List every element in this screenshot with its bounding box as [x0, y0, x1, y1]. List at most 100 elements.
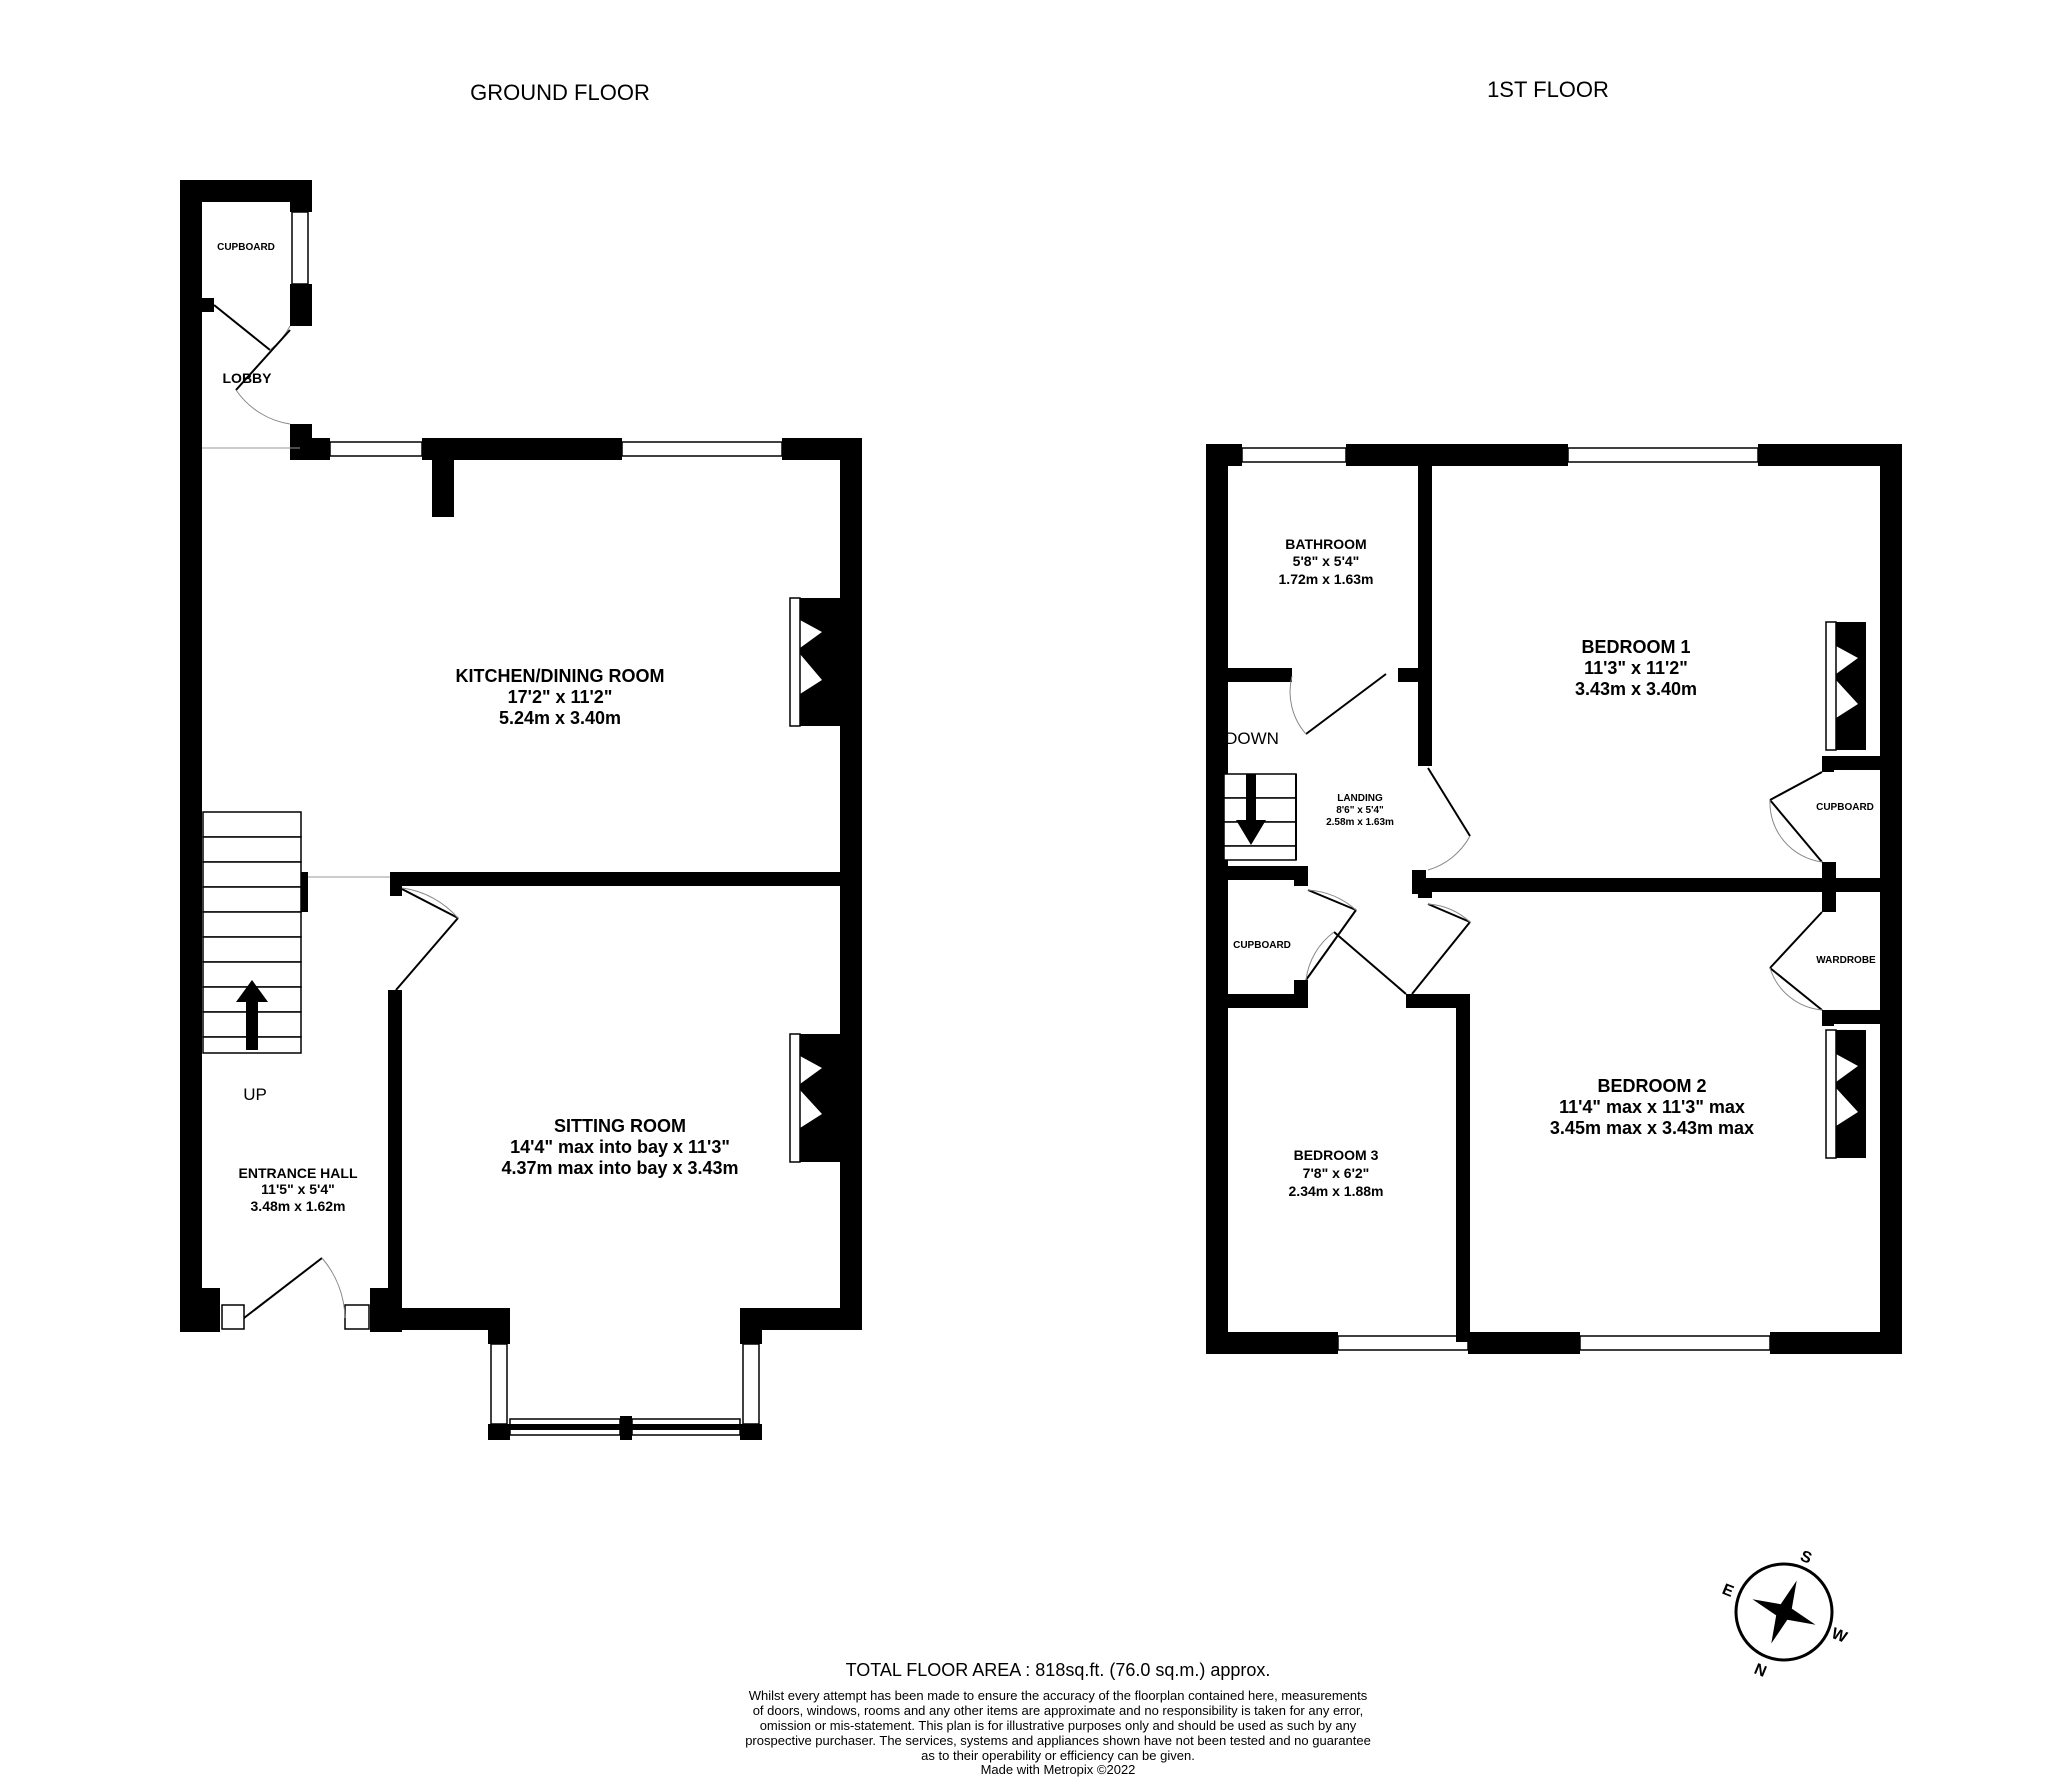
disclaimer-line: omission or mis-statement. This plan is …	[760, 1718, 1357, 1733]
chimney-breast	[1836, 1030, 1866, 1158]
window	[742, 1343, 760, 1425]
room-name-wardrobe: WARDROBE	[1816, 955, 1876, 966]
wall	[1468, 1332, 1580, 1354]
door	[1427, 903, 1471, 923]
chimney-breast	[1825, 621, 1837, 751]
chimney-breast	[800, 1034, 840, 1162]
stairs-up-label: UP	[243, 1085, 267, 1104]
wall	[1822, 1010, 1834, 1026]
room-dim-bedroom3-imperial: 7'8" x 6'2"	[1303, 1165, 1370, 1181]
wall	[1456, 994, 1470, 1342]
door	[1305, 673, 1387, 735]
door-swing	[1427, 835, 1471, 871]
wall	[1206, 444, 1228, 1354]
window	[291, 211, 309, 285]
staircase-up[interactable]	[202, 811, 302, 1054]
stair-tread	[1223, 797, 1297, 823]
first-floor-title: 1ST FLOOR	[1487, 77, 1609, 102]
wall	[1294, 980, 1308, 1008]
wall	[488, 1308, 510, 1344]
room-dim-kitchen-imperial: 17'2" x 11'2"	[508, 687, 613, 707]
disclaimer-line: prospective purchaser. The services, sys…	[745, 1733, 1371, 1748]
door-swing	[1769, 967, 1823, 1011]
wall	[390, 872, 860, 886]
wall	[1822, 862, 1836, 912]
door-swing	[269, 325, 291, 351]
wall	[1822, 1010, 1884, 1024]
wall	[300, 872, 308, 912]
room-dim-kitchen-metric: 5.24m x 3.40m	[499, 708, 621, 728]
wall	[290, 284, 312, 326]
first-floor-plan	[1206, 444, 1902, 1354]
wall	[290, 180, 312, 212]
wall	[1428, 878, 1888, 892]
wall	[1346, 444, 1568, 466]
chimney-breast	[789, 1033, 801, 1163]
room-dim-bedroom1-imperial: 11'3" x 11'2"	[1584, 658, 1688, 678]
room-dim-landing-imperial: 8'6" x 5'4"	[1336, 805, 1384, 816]
wall	[432, 455, 454, 517]
door-swing	[401, 887, 459, 919]
window	[344, 1304, 370, 1330]
room-dim-bedroom2-imperial: 11'4" max x 11'3" max	[1559, 1097, 1745, 1117]
staircase-down[interactable]	[1223, 773, 1297, 861]
wall	[1758, 444, 1902, 466]
door	[1769, 771, 1823, 801]
wall	[1224, 994, 1308, 1008]
door	[1769, 967, 1823, 1011]
up-arrow-icon	[236, 980, 268, 1050]
room-name-lobby: LOBBY	[223, 370, 273, 386]
stair-tread	[202, 886, 302, 913]
wall	[740, 1308, 862, 1330]
compass-n: N	[1752, 1661, 1769, 1681]
stair-tread	[1223, 845, 1297, 861]
disclaimer-line: of doors, windows, rooms and any other i…	[753, 1703, 1364, 1718]
stair-tread	[202, 811, 302, 838]
compass-e: E	[1720, 1581, 1737, 1601]
room-dim-bathroom-metric: 1.72m x 1.63m	[1279, 571, 1374, 587]
wall	[1224, 668, 1292, 682]
wall	[390, 1308, 510, 1330]
door-swing	[1427, 903, 1471, 923]
window	[329, 441, 423, 457]
door-swing	[235, 389, 291, 425]
credit-line: Made with Metropix ©2022	[981, 1762, 1136, 1777]
door	[235, 329, 291, 391]
wall	[1822, 756, 1834, 772]
door	[399, 887, 459, 919]
room-dim-sitting-imperial: 14'4" max into bay x 11'3"	[510, 1137, 730, 1157]
door	[1769, 911, 1823, 969]
wall	[200, 298, 214, 312]
ground-floor-plan	[180, 180, 862, 1440]
stair-tread	[202, 911, 302, 938]
front-door[interactable]	[243, 1257, 323, 1319]
room-name-landing: LANDING	[1337, 793, 1383, 804]
room-dim-landing-metric: 2.58m x 1.63m	[1326, 817, 1394, 828]
room-name-bedroom2: BEDROOM 2	[1597, 1076, 1706, 1096]
wall	[1418, 460, 1432, 766]
wall	[1294, 866, 1308, 886]
room-name-cupboard-bedroom1: CUPBOARD	[1816, 802, 1874, 813]
room-dim-bedroom2-metric: 3.45m max x 3.43m max	[1550, 1118, 1754, 1138]
total-floor-area: TOTAL FLOOR AREA : 818sq.ft. (76.0 sq.m.…	[846, 1660, 1271, 1680]
wall	[1880, 444, 1902, 1354]
chimney-breast	[1836, 622, 1866, 750]
compass-s: S	[1798, 1548, 1815, 1568]
window	[1579, 1335, 1771, 1351]
wall	[740, 1308, 762, 1344]
room-dim-hall-metric: 3.48m x 1.62m	[251, 1198, 346, 1214]
disclaimer-line: as to their operability or efficiency ca…	[921, 1748, 1195, 1763]
room-name-cupboard: CUPBOARD	[217, 242, 275, 253]
stair-tread	[1223, 773, 1297, 799]
room-dim-sitting-metric: 4.37m max into bay x 3.43m	[501, 1158, 738, 1178]
wall	[1770, 1332, 1902, 1354]
window	[221, 1304, 245, 1330]
door-swing	[1289, 675, 1307, 735]
door	[1769, 799, 1823, 863]
room-dim-bedroom1-metric: 3.43m x 3.40m	[1575, 679, 1697, 699]
room-name-kitchen: KITCHEN/DINING ROOM	[456, 666, 665, 686]
wall	[488, 1424, 762, 1430]
window	[1241, 447, 1347, 463]
room-name-cupboard-landing: CUPBOARD	[1233, 940, 1291, 951]
